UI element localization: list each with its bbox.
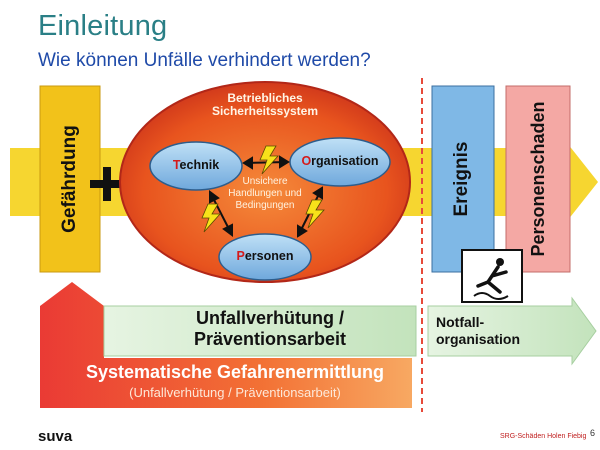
gefaehrdung-label: Gefährdung <box>59 125 80 233</box>
page-subtitle: Wie können Unfälle verhindert werden? <box>38 50 371 71</box>
suva-logo: suva <box>38 428 73 445</box>
gefahrenermittlung-subtitle: (Unfallverhütung / Präventionsarbeit) <box>129 385 341 400</box>
page-number: 6 <box>590 428 596 438</box>
sicherheitssystem-ellipse <box>119 81 411 283</box>
notfall-arrow <box>427 296 597 366</box>
gefahrenermittlung-band <box>40 282 412 408</box>
gefahrenermittlung-title: Systematische Gefahrenermittlung <box>85 362 385 382</box>
sicherheitssystem-title: Betriebliches Sicherheitssystem <box>211 91 319 118</box>
unsichere-handlungen-text: Unsichere Handlungen und Bedingungen <box>228 176 302 211</box>
unfallverhuetung-text: Unfallverhütung / Präventionsarbeit <box>193 308 347 349</box>
lightning-icons <box>201 145 325 233</box>
notfallorganisation-text: Notfall- organisation <box>436 314 521 347</box>
node-organisation <box>289 137 391 187</box>
slip-hazard-icon <box>461 249 523 303</box>
ereignis-label: Ereignis <box>451 141 472 217</box>
page-title: Einleitung <box>38 10 168 42</box>
plus-icon <box>90 167 124 201</box>
lightning-icon-left <box>201 203 221 233</box>
connector-arrows <box>209 155 323 238</box>
footer-note: SRG-Schäden Holen Fiebig <box>500 433 587 440</box>
node-technik <box>149 141 243 191</box>
personenschaden-box <box>505 85 571 273</box>
organisation-label: Organisation <box>301 154 379 168</box>
lightning-icon-top <box>259 145 279 175</box>
technik-label: Technik <box>172 158 220 172</box>
ereignis-box <box>431 85 495 273</box>
personenschaden-label: Personenschaden <box>528 101 548 257</box>
lightning-icon-right <box>305 199 325 229</box>
personen-label: Personen <box>236 249 294 263</box>
unfallverhuetung-arrow <box>103 305 417 357</box>
gefaehrdung-box <box>39 85 101 273</box>
node-personen <box>218 233 312 281</box>
